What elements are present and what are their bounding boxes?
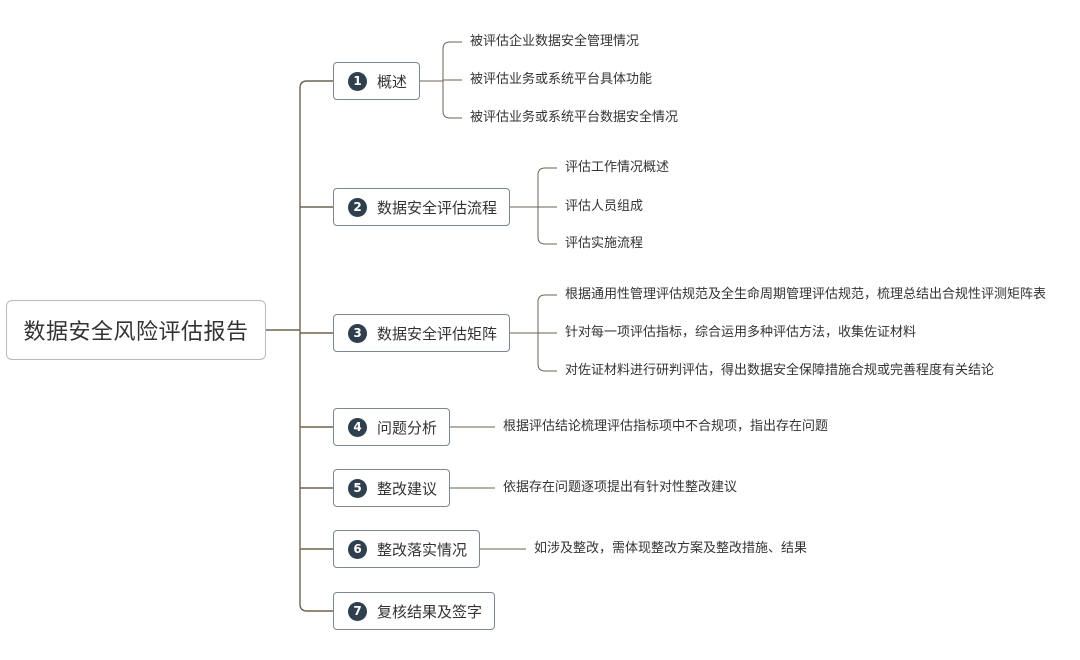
trunk-line: [299, 80, 308, 612]
leaf-5-1[interactable]: 依据存在问题逐项提出有针对性整改建议: [503, 480, 738, 495]
number-badge-icon: 2: [348, 197, 367, 217]
leaf-bracket: [537, 167, 546, 245]
number-badge-icon: 3: [348, 323, 367, 343]
root-topic-label: 数据安全风险评估报告: [23, 320, 249, 345]
leaf-6-1[interactable]: 如涉及整改，需体现整改方案及整改措施、结果: [534, 541, 808, 556]
root-topic[interactable]: 数据安全风险评估报告: [6, 300, 266, 360]
branch-label: 数据安全评估流程: [377, 198, 498, 217]
number-badge-icon: 4: [348, 417, 367, 437]
branch-5-rectification-suggestions[interactable]: 5 整改建议: [333, 469, 451, 507]
leaf-3-1[interactable]: 根据通用性管理评估规范及全生命周期管理评估规范，梳理总结出合规性评测矩阵表: [565, 287, 1047, 302]
leaf-4-1[interactable]: 根据评估结论梳理评估指标项中不合规项，指出存在问题: [503, 419, 829, 434]
leaf-1-1[interactable]: 被评估企业数据安全管理情况: [470, 34, 640, 49]
branch-2-assessment-process[interactable]: 2 数据安全评估流程: [333, 188, 511, 226]
branch-label: 问题分析: [377, 418, 438, 437]
number-badge-icon: 1: [348, 71, 367, 91]
leaf-3-3[interactable]: 对佐证材料进行研判评估，得出数据安全保障措施合规或完善程度有关结论: [565, 363, 995, 378]
number-badge-icon: 5: [348, 478, 367, 498]
branch-7-review-result-signature[interactable]: 7 复核结果及签字: [333, 592, 496, 630]
branch-6-rectification-status[interactable]: 6 整改落实情况: [333, 530, 481, 568]
branch-3-assessment-matrix[interactable]: 3 数据安全评估矩阵: [333, 314, 511, 352]
leaf-2-2[interactable]: 评估人员组成: [565, 199, 644, 214]
leaf-1-2[interactable]: 被评估业务或系统平台具体功能: [470, 72, 653, 87]
branch-4-problem-analysis[interactable]: 4 问题分析: [333, 408, 451, 446]
number-badge-icon: 7: [348, 601, 367, 621]
leaf-2-3[interactable]: 评估实施流程: [565, 236, 644, 251]
branch-label: 整改落实情况: [377, 540, 468, 559]
leaf-1-3[interactable]: 被评估业务或系统平台数据安全情况: [470, 110, 679, 125]
leaf-3-2[interactable]: 针对每一项评估指标，综合运用多种评估方法，收集佐证材料: [565, 325, 917, 340]
branch-1-overview[interactable]: 1 概述: [333, 62, 421, 100]
branch-label: 数据安全评估矩阵: [377, 324, 498, 343]
leaf-2-1[interactable]: 评估工作情况概述: [565, 160, 670, 175]
branch-label: 整改建议: [377, 479, 438, 498]
branch-label: 概述: [377, 72, 408, 91]
branch-label: 复核结果及签字: [377, 602, 483, 621]
number-badge-icon: 6: [348, 539, 367, 559]
